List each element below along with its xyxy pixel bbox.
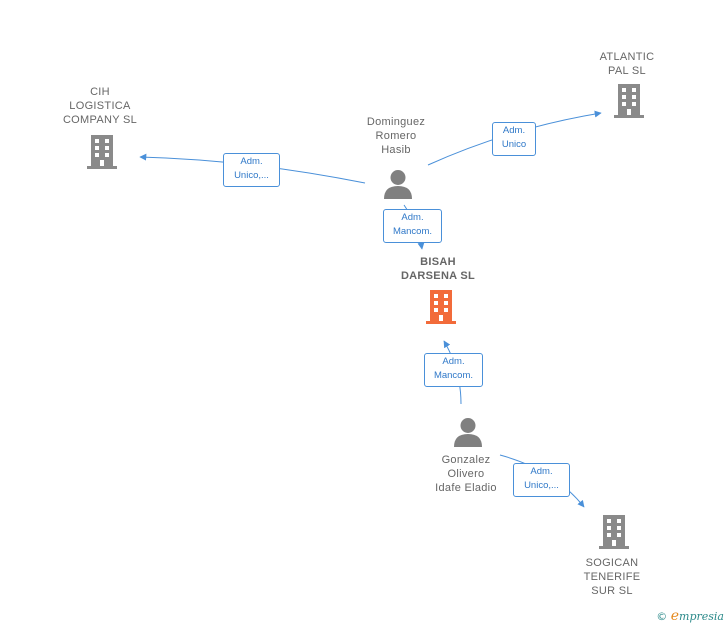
building-icon[interactable] bbox=[86, 135, 118, 169]
label-line: Hasib bbox=[381, 144, 411, 156]
label-line: Dominguez bbox=[366, 116, 426, 128]
label-line: SOGICAN bbox=[585, 557, 639, 569]
edge-label-line: Mancom. bbox=[392, 226, 433, 237]
edge-label-line: Adm. bbox=[401, 212, 424, 223]
label-line: BISAH bbox=[420, 256, 456, 268]
edge-label-dominguez-cih[interactable]: Adm. Unico,... bbox=[223, 153, 280, 187]
edge-label-dominguez-atlantic[interactable]: Adm. Unico bbox=[492, 122, 536, 156]
label-line: SUR SL bbox=[591, 585, 633, 597]
label-line: CIH bbox=[90, 86, 110, 98]
edge-label-line: Mancom. bbox=[433, 370, 474, 381]
brand-logo-text: mpresia bbox=[679, 610, 724, 623]
company-label-bisah[interactable]: BISAH DARSENA SL bbox=[388, 255, 488, 283]
label-line: PAL SL bbox=[608, 65, 646, 77]
company-label-atlantic[interactable]: ATLANTIC PAL SL bbox=[577, 50, 677, 78]
label-line: Olivero bbox=[447, 468, 485, 480]
edge-label-line: Adm. bbox=[530, 466, 553, 477]
person-icon[interactable] bbox=[453, 417, 483, 447]
brand-logo-initial: e bbox=[670, 608, 680, 624]
edge-label-line: Unico bbox=[501, 139, 527, 150]
brand-credit: © empresia bbox=[656, 608, 724, 624]
building-icon[interactable] bbox=[613, 84, 645, 118]
edge-label-line: Adm. bbox=[240, 156, 263, 167]
person-label-gonzalez[interactable]: Gonzalez Olivero Idafe Eladio bbox=[416, 453, 516, 495]
edge-label-line: Adm. bbox=[442, 356, 465, 367]
label-line: LOGISTICA bbox=[69, 100, 131, 112]
label-line: DARSENA SL bbox=[400, 270, 476, 282]
company-label-sogican[interactable]: SOGICAN TENERIFE SUR SL bbox=[562, 556, 662, 598]
edge-label-gonzalez-sogican[interactable]: Adm. Unico,... bbox=[513, 463, 570, 497]
edge-label-line: Adm. bbox=[502, 125, 526, 136]
edge-label-gonzalez-bisah[interactable]: Adm. Mancom. bbox=[424, 353, 483, 387]
label-line: TENERIFE bbox=[583, 571, 641, 583]
copyright-symbol: © bbox=[656, 610, 668, 623]
label-line: ATLANTIC bbox=[599, 51, 655, 63]
edge-label-dominguez-bisah[interactable]: Adm. Mancom. bbox=[383, 209, 442, 243]
person-icon[interactable] bbox=[383, 169, 413, 199]
label-line: Idafe Eladio bbox=[435, 482, 497, 494]
building-icon-highlighted[interactable] bbox=[425, 290, 457, 324]
building-icon[interactable] bbox=[598, 515, 630, 549]
edge-label-line: Unico,... bbox=[524, 480, 559, 491]
person-label-dominguez[interactable]: Dominguez Romero Hasib bbox=[346, 115, 446, 157]
company-label-cih[interactable]: CIH LOGISTICA COMPANY SL bbox=[50, 85, 150, 127]
label-line: Gonzalez bbox=[441, 454, 491, 466]
label-line: COMPANY SL bbox=[62, 114, 138, 126]
edge-label-line: Unico,... bbox=[234, 170, 269, 181]
label-line: Romero bbox=[375, 130, 417, 142]
